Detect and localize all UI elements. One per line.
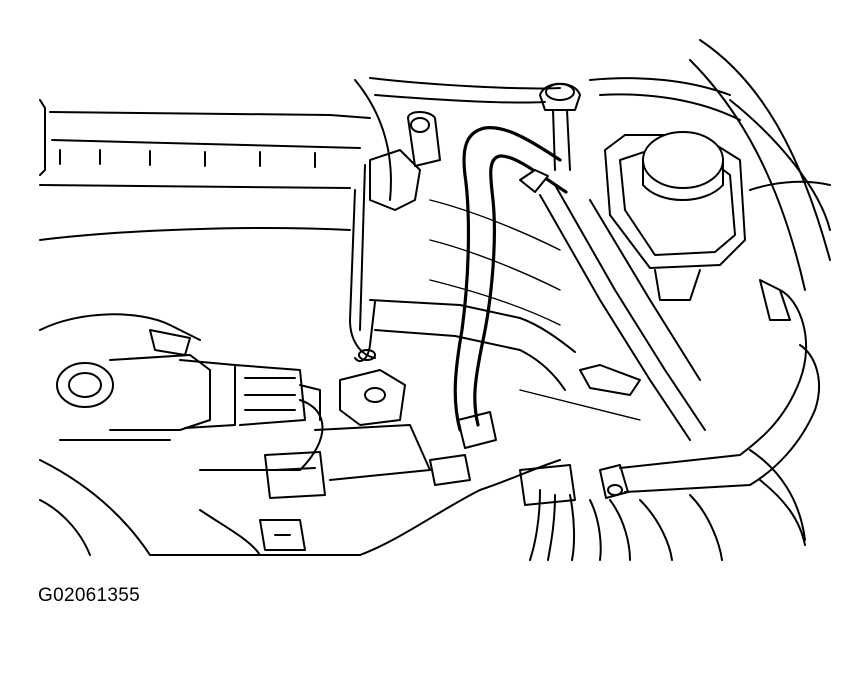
- fluid-reservoir: [604, 131, 746, 301]
- reservoir-fill-neck: [539, 82, 581, 171]
- hose-connector-bundle: [519, 464, 723, 561]
- air-intake-housing: [39, 79, 392, 359]
- hose-support-bracket: [354, 299, 576, 391]
- right-return-hose: [619, 279, 820, 546]
- brake-lines: [429, 184, 706, 441]
- figure-id-label: G02061355: [38, 585, 141, 606]
- sensor-connector: [259, 451, 326, 551]
- main-hose: [453, 126, 568, 449]
- center-sensor-block: [314, 369, 471, 486]
- upper-background-hoses: [369, 39, 831, 291]
- mounting-bolt-bracket: [369, 111, 441, 211]
- idle-air-control-valve: [39, 313, 324, 471]
- engine-lower-outline: [39, 459, 561, 556]
